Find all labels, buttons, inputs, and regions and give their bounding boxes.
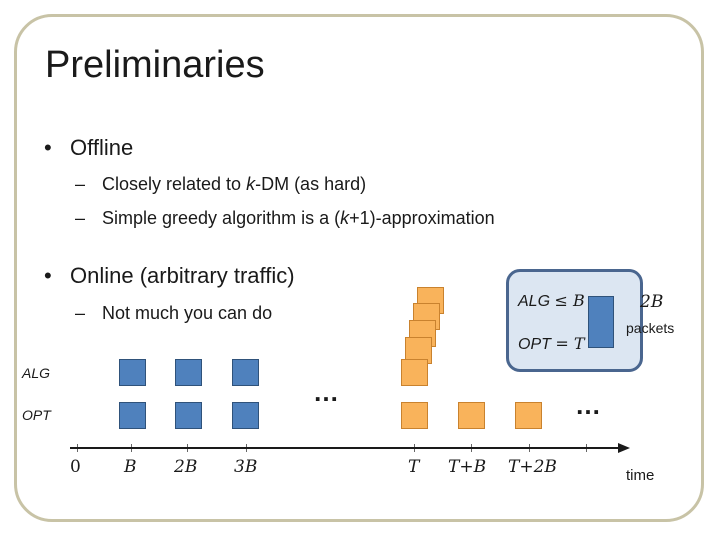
dash-marker: – — [75, 303, 86, 323]
subitem-greedy: –Simple greedy algorithm is a (k+1)-appr… — [75, 208, 495, 229]
callout-opt-label: OPT — [518, 336, 551, 353]
tick-label-2b: 2B — [174, 457, 198, 477]
axis-tick — [586, 444, 588, 452]
tick-label-3b: 3B — [234, 457, 258, 477]
alg-packet — [232, 359, 259, 386]
stacked-packet — [401, 359, 428, 386]
axis-arrowhead — [618, 443, 630, 453]
subitem-text-suffix: +1)-approximation — [349, 208, 495, 228]
callout-opt-relation: = T — [555, 334, 585, 353]
bullet-online: • Online (arbitrary traffic) — [44, 263, 295, 289]
bar-unit-label: packets — [626, 320, 675, 336]
axis-tick — [414, 444, 416, 452]
bullet-offline: • Offline — [44, 135, 133, 161]
opt-packet — [119, 402, 146, 429]
packet-bar — [588, 296, 614, 348]
opt-packet-late — [401, 402, 428, 429]
bar-value-label: 2B — [640, 292, 664, 312]
tick-label-t: T — [408, 457, 420, 477]
bullet-text: Online (arbitrary traffic) — [70, 263, 295, 288]
subitem-text-prefix: Closely related to — [102, 174, 247, 194]
subitem-text-suffix: -DM (as hard) — [255, 174, 367, 194]
bullet-marker: • — [44, 263, 52, 288]
alg-row-label: ALG — [22, 365, 51, 381]
ellipsis-middle: … — [313, 377, 340, 407]
time-axis — [70, 447, 622, 449]
opt-row-label: OPT — [22, 407, 51, 423]
axis-tick — [246, 444, 248, 452]
slide-title: Preliminaries — [45, 44, 265, 86]
axis-tick — [77, 444, 79, 452]
ellipsis-right: … — [575, 390, 602, 420]
axis-tick — [529, 444, 531, 452]
opt-packet-late — [515, 402, 542, 429]
callout-opt: OPT = T — [518, 334, 585, 354]
subitem-text-emph: k — [340, 208, 350, 228]
tick-label-0: 0 — [70, 457, 81, 477]
tick-label-b: B — [124, 457, 137, 477]
alg-packet — [119, 359, 146, 386]
bullet-text: Offline — [70, 135, 134, 160]
callout-alg-relation: ≤ B — [554, 291, 585, 310]
callout-alg-label: ALG — [518, 293, 551, 310]
subitem-kdm: –Closely related to k-DM (as hard) — [75, 174, 366, 195]
subitem-text-prefix: Simple greedy algorithm is a ( — [102, 208, 341, 228]
axis-tick — [471, 444, 473, 452]
subitem-not-much: –Not much you can do — [75, 303, 272, 324]
subitem-text-emph: k — [246, 174, 256, 194]
axis-tick — [131, 444, 133, 452]
bullet-marker: • — [44, 135, 52, 160]
dash-marker: – — [75, 174, 86, 194]
comparison-callout — [506, 269, 643, 372]
tick-label-t-plus-b: T+B — [448, 457, 487, 477]
tick-label-t-plus-2b: T+2B — [508, 457, 557, 477]
time-axis-label: time — [626, 467, 655, 484]
opt-packet — [175, 402, 202, 429]
subitem-text: Not much you can do — [102, 303, 273, 323]
slide-frame — [14, 14, 704, 522]
opt-packet-late — [458, 402, 485, 429]
callout-alg: ALG ≤ B — [518, 291, 585, 311]
axis-tick — [187, 444, 189, 452]
opt-packet — [232, 402, 259, 429]
dash-marker: – — [75, 208, 86, 228]
alg-packet — [175, 359, 202, 386]
